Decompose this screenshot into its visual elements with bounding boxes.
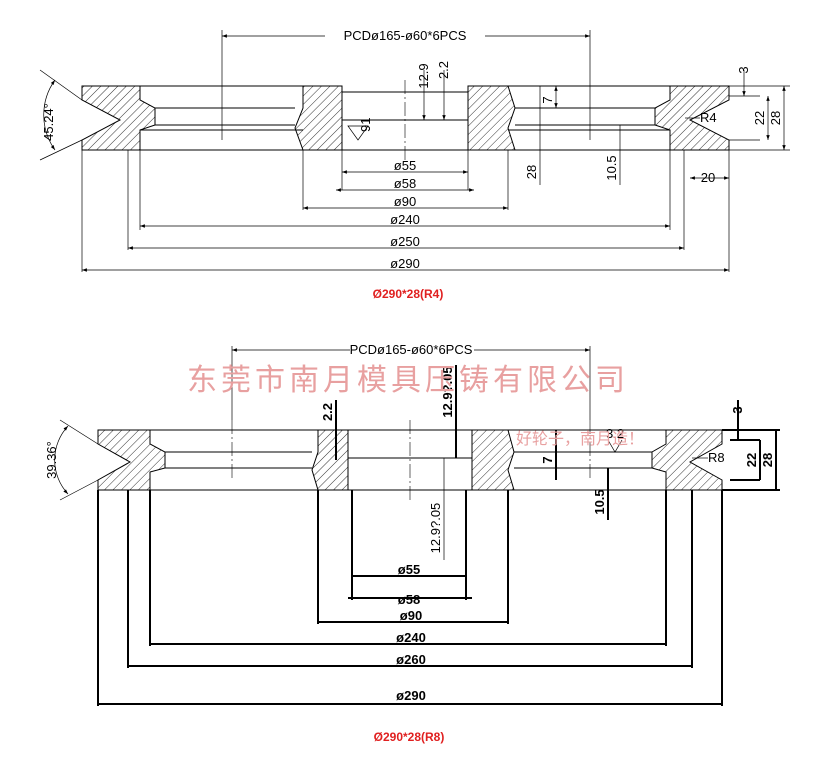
top-angle-label: 45.24° [41, 103, 56, 141]
top-dim-d55: ø55 [394, 158, 416, 173]
bottom-pcd-label: PCDø165-ø60*6PCS [350, 342, 473, 357]
top-hub-right-section [467, 85, 516, 151]
bottom-hub-left-section [311, 429, 349, 491]
top-dim-d290: ø290 [390, 256, 420, 271]
top-dim-d240: ø240 [390, 212, 420, 227]
bottom-dim-d58: ø58 [398, 592, 420, 607]
top-drawing: PCDø165-ø60*6PCS 45.24° 12.9 2.2 91 7 28… [39, 28, 790, 301]
bottom-angle-label: 39.36° [44, 441, 59, 479]
top-dim-10-5: 10.5 [604, 155, 619, 180]
top-dim-22: 22 [752, 111, 767, 125]
top-hub-left-section [294, 85, 343, 151]
bottom-dim-22: 22 [744, 453, 759, 467]
bottom-dim-d260: ø260 [396, 652, 426, 667]
bottom-right-flange-section [651, 429, 723, 491]
bottom-dim-3: 3 [730, 406, 745, 413]
top-dim-d250: ø250 [390, 234, 420, 249]
top-dim-3: 3 [736, 66, 751, 73]
bottom-dim-d290: ø290 [396, 688, 426, 703]
bottom-hub-right-section [471, 429, 515, 491]
bottom-dim-d90: ø90 [400, 608, 422, 623]
watermark-company: 东莞市南月模具压铸有限公司 [187, 363, 629, 398]
watermark-slogan: 好轮子，南月造！ [516, 429, 644, 448]
top-dim-20: 20 [701, 170, 715, 185]
bottom-dim-28: 28 [760, 453, 775, 467]
bottom-dim-d240: ø240 [396, 630, 426, 645]
bottom-roughness: 3.2 [606, 426, 624, 441]
bottom-r8-label: R8 [708, 450, 725, 465]
top-r4-label: R4 [700, 110, 717, 125]
bottom-dim-2-2: 2.2 [320, 403, 335, 421]
top-dim-7: 7 [540, 96, 555, 103]
bottom-dim-d55: ø55 [398, 562, 420, 577]
bottom-dim-10-5: 10.5 [592, 489, 607, 514]
bottom-caption: Ø290*28(R8) [374, 730, 445, 744]
top-roughness: 91 [358, 118, 373, 132]
top-pcd-label: PCDø165-ø60*6PCS [344, 28, 467, 43]
bottom-drawing: PCDø165-ø60*6PCS 39.36° 2.2 12.9?.05 12.… [44, 342, 780, 744]
bottom-dim-12-9-lower: 12.9?.05 [428, 503, 443, 554]
top-dim-d90: ø90 [394, 194, 416, 209]
top-caption: Ø290*28(R4) [373, 287, 444, 301]
top-dim-2-2: 2.2 [436, 61, 451, 79]
bottom-dim-12-9-top: 12.9?.05 [440, 366, 455, 417]
top-dim-12-9: 12.9 [416, 63, 431, 88]
top-dim-28-center: 28 [524, 165, 539, 179]
bottom-dim-7: 7 [540, 456, 555, 463]
bottom-left-flange-section [97, 429, 166, 491]
top-left-flange-section [81, 85, 156, 151]
top-dim-d58: ø58 [394, 176, 416, 191]
top-dim-28-right: 28 [768, 111, 783, 125]
